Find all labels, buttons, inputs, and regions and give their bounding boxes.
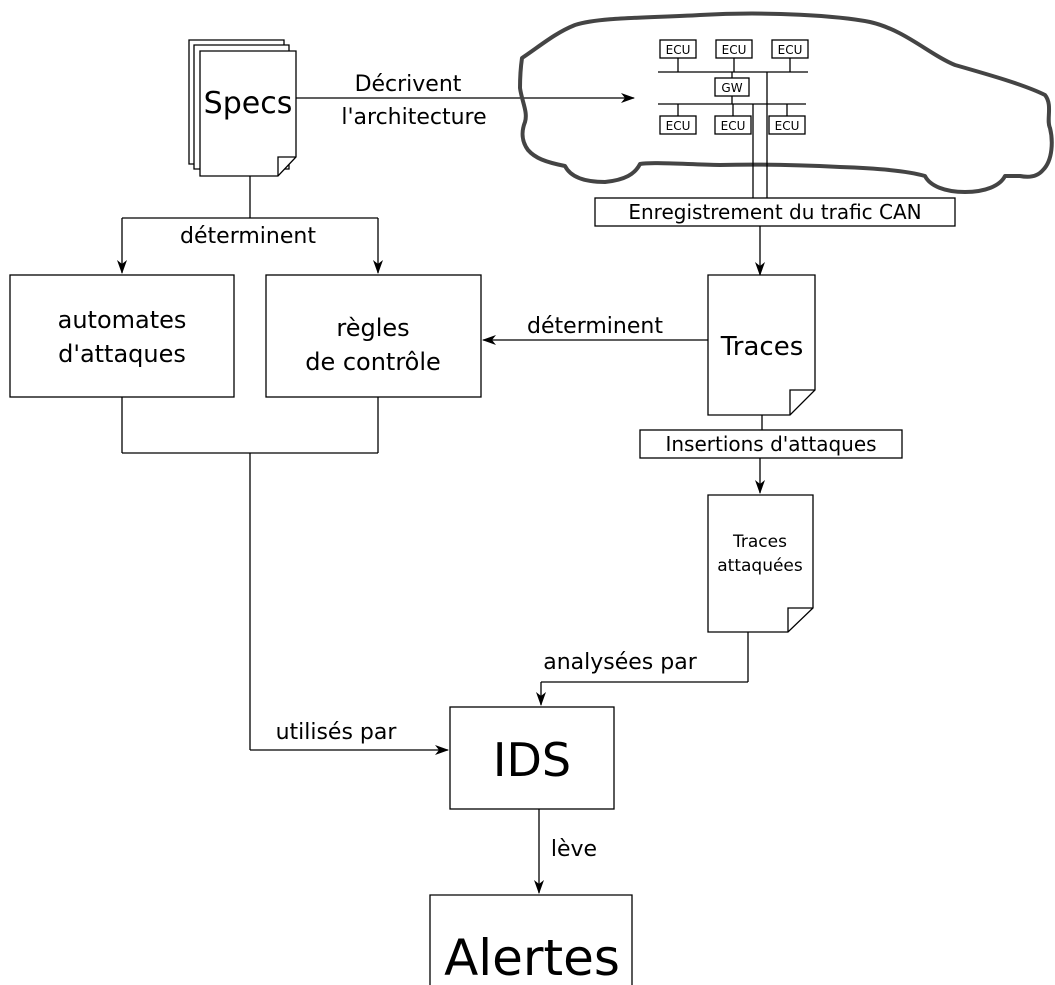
svg-text:ECU: ECU [666, 43, 691, 57]
attack-automata-line1: automates [58, 306, 187, 334]
can-recording-box: Enregistrement du trafic CAN [594, 197, 956, 227]
svg-text:ECU: ECU [778, 43, 803, 57]
can-network: ECU ECU ECU GW ECU ECU ECU [658, 39, 809, 198]
control-rules-line1: règles [336, 314, 409, 342]
svg-text:ECU: ECU [775, 119, 800, 133]
traces-determine-label: déterminent [527, 314, 663, 339]
car-outline [518, 11, 1054, 194]
ecu-node-bottom-2: ECU [714, 115, 752, 135]
attack-insertions-label: Insertions d'attaques [665, 432, 876, 456]
rules-to-ids-connector [121, 397, 449, 755]
attacked-traces-document: Traces attaquées [707, 494, 814, 633]
attacked-traces-line1: Traces [732, 532, 787, 552]
raises-label: lève [551, 837, 597, 862]
control-rules-line2: de contrôle [305, 348, 441, 376]
ids-box: IDS [449, 706, 615, 810]
traces-document: Traces [707, 274, 816, 416]
alerts-box: Alertes [429, 894, 633, 985]
specs-determine-connector [117, 176, 383, 274]
alerts-label: Alertes [444, 929, 620, 985]
traces-label: Traces [720, 332, 804, 362]
ecu-node-bottom-3: ECU [768, 115, 806, 135]
svg-text:ECU: ECU [721, 119, 746, 133]
svg-text:ECU: ECU [666, 119, 691, 133]
svg-text:ECU: ECU [722, 43, 747, 57]
analysed-by-label: analysées par [543, 650, 697, 675]
gateway-node: GW [714, 77, 750, 97]
svg-text:GW: GW [721, 81, 742, 95]
attack-automata-box: automates d'attaques [9, 274, 235, 398]
ids-label: IDS [493, 733, 571, 787]
describe-label-line1: Décrivent [355, 72, 462, 97]
specs-document: Specs [188, 39, 297, 177]
ecu-node-bottom-1: ECU [659, 115, 697, 135]
ecu-node-top-2: ECU [715, 39, 753, 59]
describe-label-line2: l'architecture [341, 105, 486, 130]
used-by-label: utilisés par [276, 720, 398, 745]
control-rules-box: règles de contrôle [265, 274, 482, 398]
attack-automata-line2: d'attaques [58, 340, 186, 368]
can-recording-label: Enregistrement du trafic CAN [628, 200, 921, 224]
specs-label: Specs [204, 86, 293, 121]
ecu-node-top-1: ECU [659, 39, 697, 59]
ecu-node-top-3: ECU [771, 39, 809, 59]
attacked-traces-line2: attaquées [717, 556, 803, 576]
attacked-to-ids-connector [536, 632, 749, 706]
specs-determine-label: déterminent [180, 224, 316, 249]
attack-insertions-box: Insertions d'attaques [639, 429, 903, 459]
